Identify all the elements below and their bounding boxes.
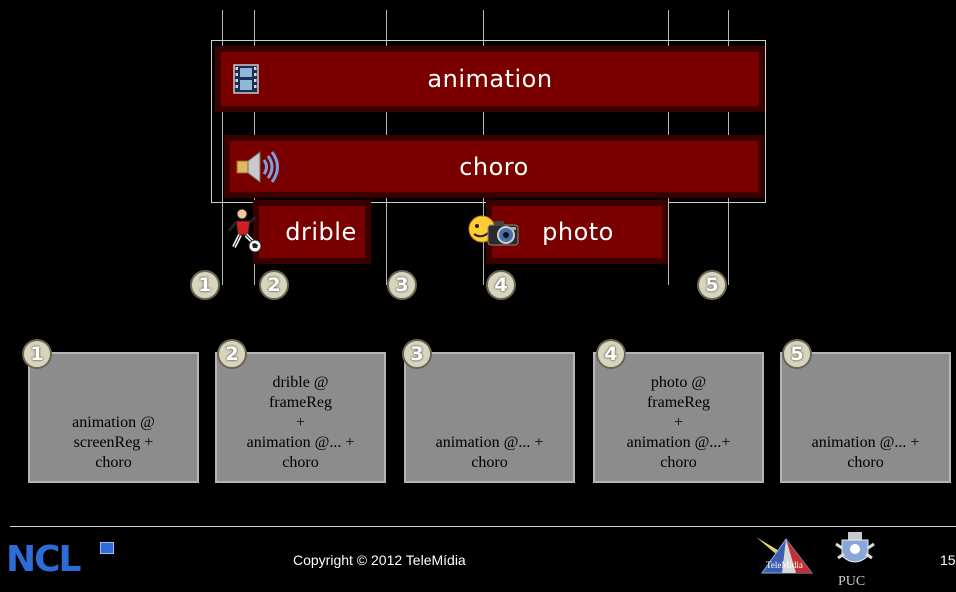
timeline-marker-3: 3 [387, 270, 417, 300]
telemidia-logo: TeleMídia [756, 533, 820, 577]
drible-label: drible [285, 218, 357, 246]
ncl-logo-badge [100, 542, 114, 554]
card-marker-5: 5 [782, 339, 812, 369]
film-strip-icon [233, 64, 259, 94]
timeline-marker-1: 1 [190, 270, 220, 300]
timeline-marker-4: 4 [486, 270, 516, 300]
card-marker-4: 4 [596, 339, 626, 369]
soccer-player-icon [227, 208, 262, 253]
telemidia-prism-icon [756, 537, 814, 574]
speaker-icon [236, 151, 279, 183]
state-card-4: photo @ frameReg + animation @...+ choro [593, 352, 764, 483]
camera-icon [468, 215, 519, 246]
copyright-text: Copyright © 2012 TeleMídia [293, 552, 466, 568]
choro-label: choro [459, 152, 529, 181]
state-card-1: animation @ screenReg + choro [28, 352, 199, 483]
photo-label: photo [542, 218, 614, 246]
timeline-marker-5: 5 [697, 270, 727, 300]
ncl-logo: NCL [6, 540, 126, 580]
state-card-3: animation @... + choro [404, 352, 575, 483]
card-marker-3: 3 [402, 339, 432, 369]
state-card-5: animation @... + choro [780, 352, 951, 483]
puc-logo: PUC [832, 530, 878, 592]
animation-label: animation [427, 65, 553, 93]
footer-divider [10, 526, 956, 527]
state-card-2: drible @ frameReg + animation @... + cho… [215, 352, 386, 483]
card-marker-1: 1 [22, 339, 52, 369]
timeline-line-1 [222, 10, 223, 285]
choro-bar: choro [224, 135, 764, 198]
card-marker-2: 2 [217, 339, 247, 369]
timeline-marker-2: 2 [259, 270, 289, 300]
drible-bar: drible [253, 200, 371, 264]
page-number: 15 [940, 552, 956, 568]
puc-crest-icon [835, 532, 875, 563]
animation-bar: animation [215, 46, 765, 112]
